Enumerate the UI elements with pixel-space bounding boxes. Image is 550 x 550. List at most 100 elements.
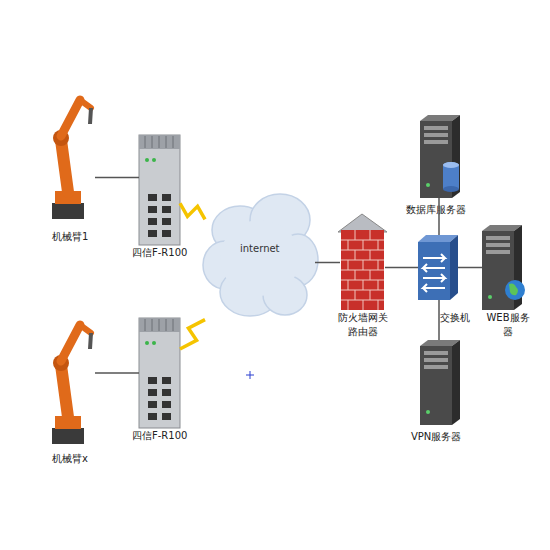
illustration-part [363,300,364,310]
cloud-shape [203,194,318,316]
illustration-part [486,236,510,240]
illustration-part [139,135,180,149]
illustration-part [370,290,371,300]
network-link [95,372,139,374]
node-label: 四信F-R100 [132,429,187,443]
illustration-part [424,126,448,130]
illustration-part [505,280,525,300]
router-device [139,135,180,245]
illustration-part [426,183,430,187]
illustration-part [443,186,459,192]
illustration-part [152,158,156,162]
network-link [438,300,440,340]
illustration-part [152,341,156,345]
illustration-part [159,319,160,331]
illustration-part [423,264,445,272]
server-tower [420,340,460,425]
server-tower [420,115,460,198]
illustration-part [148,230,157,237]
firewall-icon [338,214,387,310]
illustration-part [220,220,300,296]
switch-node: 交换机 [418,235,458,300]
illustration-part [139,318,180,332]
illustration-part [355,230,356,240]
illustration-part [370,270,371,280]
illustration-part [348,280,349,290]
wireless-link [180,203,205,219]
illustration-part [488,295,492,299]
robot-arm [52,325,91,444]
illustration-part [61,100,80,136]
server-node: WEB服务器 [482,225,522,310]
node-label: WEB服务器 [484,311,532,339]
illustration-part [452,340,460,425]
cloud-node: internet [205,190,315,320]
illustration-part [420,346,452,425]
node-label: VPN服务器 [411,430,461,444]
illustration-part [173,319,174,331]
firewall-node: 防火墙网关 路由器 [340,215,385,310]
illustration-part [162,413,171,420]
illustration-part [145,158,149,162]
node-label: 四信F-R100 [132,246,187,260]
illustration-part [166,136,167,148]
illustration-part [90,108,91,124]
illustration-part [424,365,448,369]
server-node: VPN服务器 [420,340,460,425]
illustration-part [162,206,171,213]
illustration-part [139,318,180,428]
illustration-part [145,136,146,148]
illustration-part [61,365,68,417]
illustration-part [61,140,68,192]
server-node: 数据库服务器 [420,115,460,198]
network-link [385,267,418,269]
illustration-part [148,206,157,213]
node-text: internet [240,242,280,256]
node-label: 交换机 [440,311,470,325]
illustration-part [341,230,384,310]
illustration-part [80,325,91,333]
illustration-part [139,135,180,245]
wireless-link [180,320,205,349]
illustration-part [148,401,157,408]
network-link [315,262,340,264]
cursor-mark [246,371,254,379]
illustration-part [424,358,448,362]
illustration-part [450,235,458,300]
illustration-part [152,319,153,331]
illustration-part [246,375,254,376]
illustration-part [424,351,448,355]
network-link [95,177,139,179]
illustration-part [443,165,459,189]
robot-arm-node: 机械臂x [45,315,95,445]
illustration-part [355,290,356,300]
illustration-part [363,280,364,290]
illustration-part [423,284,445,292]
router-node: 四信F-R100 [139,135,180,245]
illustration-part [52,203,84,219]
illustration-part [424,133,448,137]
illustration-part [443,162,459,168]
illustration-part [370,230,371,240]
illustration-part [423,254,445,292]
illustration-part [152,136,153,148]
illustration-part [418,242,450,300]
illustration-part [341,230,384,310]
illustration-part [148,389,157,396]
illustration-part [482,231,514,310]
robot-arm-node: 机械臂1 [45,90,95,220]
robot-arm [52,100,91,219]
illustration-part [443,162,459,168]
illustration-part [162,218,171,225]
illustration-part [423,274,445,282]
illustration-part [148,413,157,420]
illustration-part [378,240,379,250]
illustration-part [378,260,379,270]
server-tower [482,225,525,310]
illustration-part [162,194,171,201]
illustration-part [363,260,364,270]
node-label: 防火墙网关 路由器 [337,311,389,339]
illustration-part [166,319,167,331]
